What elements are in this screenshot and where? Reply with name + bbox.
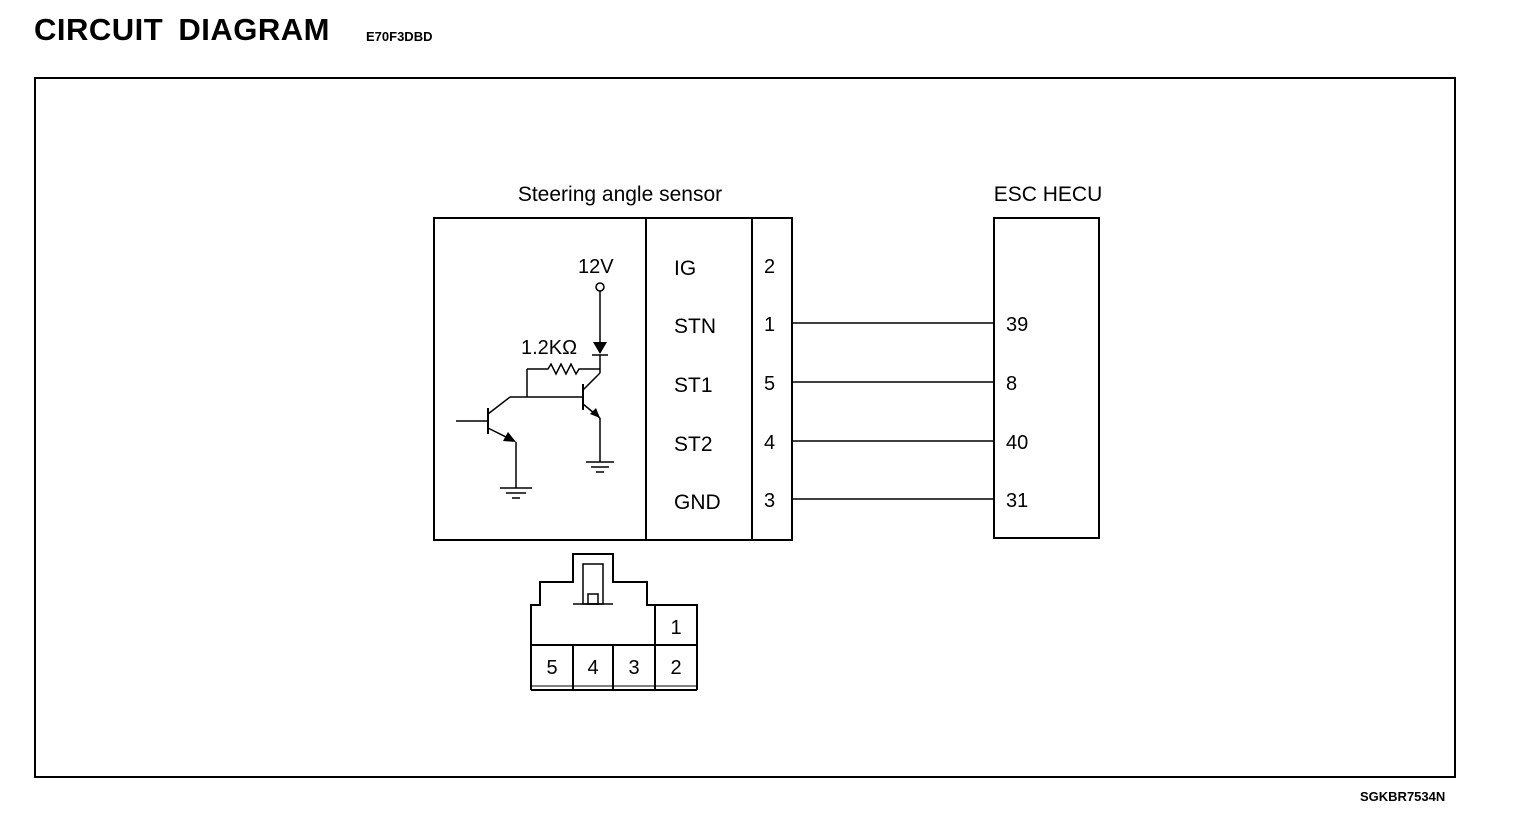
signal-label-st1: ST1 — [674, 374, 713, 397]
ecu-pin-number: 39 — [1006, 314, 1028, 336]
ecu-pin-number: 40 — [1006, 432, 1028, 454]
esc-hecu-box — [993, 217, 1100, 539]
document-code: E70F3DBD — [366, 29, 433, 44]
wiring — [792, 322, 994, 500]
connector-pin-label: 4 — [587, 657, 598, 679]
steering-angle-sensor-box — [433, 217, 793, 541]
supply-terminal — [595, 282, 605, 292]
sensor-pin-number: 1 — [764, 314, 775, 336]
sensor-pin-number: 2 — [764, 256, 775, 278]
ecu-pin-number: 31 — [1006, 490, 1028, 512]
ground-symbol — [500, 487, 532, 499]
sensor-title: Steering angle sensor — [518, 183, 722, 206]
page-title: CIRCUIT DIAGRAM — [34, 12, 330, 47]
signal-label-stn: STN — [674, 315, 716, 338]
ecu-title: ESC HECU — [994, 183, 1103, 206]
sensor-internal-circuit: 12V 1.2KΩ — [456, 256, 614, 499]
signal-label-ig: IG — [674, 257, 696, 280]
connector-pin-label: 1 — [670, 617, 681, 639]
connector-pin-label: 3 — [628, 657, 639, 679]
sensor-pin-number: 4 — [764, 432, 775, 454]
resistor-symbol — [527, 362, 600, 376]
ground-symbol — [586, 461, 614, 473]
sensor-pin-number: 3 — [764, 490, 775, 512]
diode-symbol — [593, 342, 607, 354]
resistor-label: 1.2KΩ — [521, 337, 577, 359]
signal-label-st2: ST2 — [674, 433, 713, 456]
ecu-pin-number: 8 — [1006, 373, 1017, 395]
connector-pin-label: 5 — [546, 657, 557, 679]
connector-pin-label: 2 — [670, 657, 681, 679]
connector-latch — [582, 563, 604, 605]
signal-label-gnd: GND — [674, 491, 721, 514]
supply-voltage-label: 12V — [578, 256, 614, 278]
sensor-pin-number: 5 — [764, 373, 775, 395]
diagram-frame — [34, 77, 1456, 778]
figure-reference: SGKBR7534N — [1360, 789, 1446, 804]
connector-face — [530, 553, 698, 691]
